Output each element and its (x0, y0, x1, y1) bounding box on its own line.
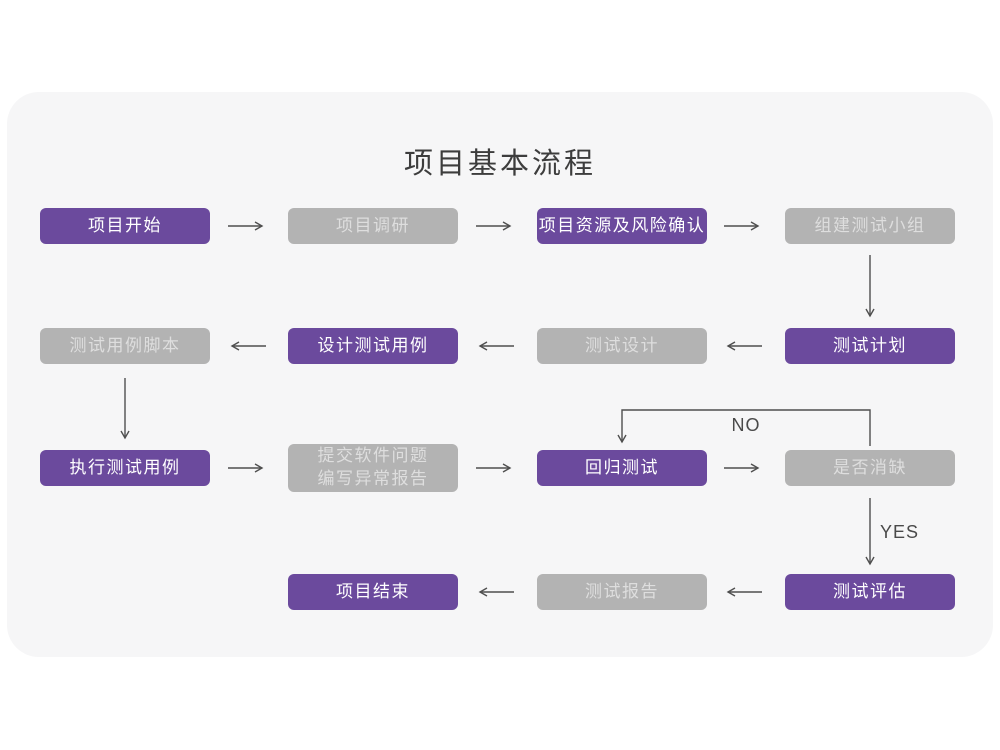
flow-node-project-research: 项目调研 (288, 208, 458, 244)
flowchart-card (7, 92, 993, 657)
page-title: 项目基本流程 (403, 148, 596, 180)
branch-label-no: NO (731, 415, 761, 435)
flow-node-test-plan: 测试计划 (785, 328, 955, 364)
flow-node-build-test-team: 组建测试小组 (785, 208, 955, 244)
flow-node-test-design: 测试设计 (537, 328, 707, 364)
flow-node-submit-issue-report: 提交软件问题 编写异常报告 (288, 444, 458, 492)
flow-node-resource-risk-confirm: 项目资源及风险确认 (537, 208, 707, 244)
flow-node-test-evaluation: 测试评估 (785, 574, 955, 610)
flow-node-project-start: 项目开始 (40, 208, 210, 244)
branch-label-yes: YES (880, 522, 920, 542)
flow-node-design-test-cases: 设计测试用例 (288, 328, 458, 364)
flow-node-test-case-scripts: 测试用例脚本 (40, 328, 210, 364)
flow-node-project-end: 项目结束 (288, 574, 458, 610)
flow-node-defect-cleared: 是否消缺 (785, 450, 955, 486)
flow-node-run-test-cases: 执行测试用例 (40, 450, 210, 486)
flow-node-test-report: 测试报告 (537, 574, 707, 610)
flow-node-regression-test: 回归测试 (537, 450, 707, 486)
